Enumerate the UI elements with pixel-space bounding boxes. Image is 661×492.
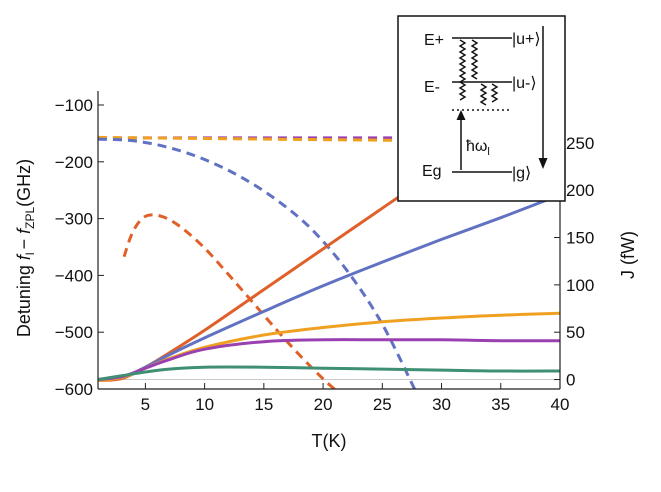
solid-power-curve-7 xyxy=(98,338,560,381)
level-eg-label: Eg xyxy=(422,163,442,180)
wavy-decay-arrow-2 xyxy=(470,39,479,80)
x-tick-label: 40 xyxy=(551,395,570,414)
inset-frame xyxy=(397,15,566,202)
x-tick-label: 25 xyxy=(373,395,392,414)
laser-arrow-head xyxy=(456,110,466,120)
wavy-decay-arrow-4 xyxy=(490,83,499,103)
level-e-plus-label: E+ xyxy=(424,32,444,49)
x-tick-label: 10 xyxy=(195,395,214,414)
left-y-axis-label: Detuning fl− fZPL(GHz) xyxy=(14,159,37,337)
level-e-minus-label: E- xyxy=(424,79,440,96)
wavy-decay-arrow-3 xyxy=(479,83,488,106)
right-y-tick-label: 100 xyxy=(566,276,594,295)
right-y-axis-label: J (fW) xyxy=(618,231,638,279)
ket-u-minus: |u-⟩ xyxy=(512,75,537,92)
right-y-tick-label: 200 xyxy=(566,181,594,200)
right-y-tick-label: 250 xyxy=(566,134,594,153)
left-y-tick-label: −500 xyxy=(55,323,93,342)
x-tick-label: 20 xyxy=(314,395,333,414)
x-tick-label: 30 xyxy=(432,395,451,414)
left-y-tick-label: −300 xyxy=(55,210,93,229)
right-y-tick-label: 50 xyxy=(566,323,585,342)
left-y-tick-label: −400 xyxy=(55,266,93,285)
x-tick-label: 15 xyxy=(254,395,273,414)
x-tick-label: 35 xyxy=(491,395,510,414)
energy-level-inset: E+ E- Eg |u+⟩ |u-⟩ |g⟩ ħωl xyxy=(397,15,566,202)
right-y-tick-label: 150 xyxy=(566,229,594,248)
photon-energy-label: ħωl xyxy=(466,138,490,158)
ket-g: |g⟩ xyxy=(512,165,531,182)
x-axis-label: T(K) xyxy=(312,431,347,451)
dashed-detuning-curve-1 xyxy=(98,135,560,144)
wavy-decay-arrow-1 xyxy=(458,39,467,101)
solid-power-curve-5 xyxy=(98,193,560,381)
solid-power-curve-8 xyxy=(98,365,560,381)
x-tick-label: 5 xyxy=(141,395,150,414)
right-y-tick-label: 0 xyxy=(566,371,575,390)
ket-u-plus: |u+⟩ xyxy=(512,31,541,48)
dashed-detuning-curve-2 xyxy=(98,137,417,389)
dashed-detuning-curve-3 xyxy=(122,213,337,389)
left-y-tick-label: −200 xyxy=(55,153,93,172)
series-layer xyxy=(98,105,560,389)
left-y-tick-label: −600 xyxy=(55,380,93,399)
ticks-layer: 5 10 15 20 25 30 35 40 −100 −200 −300 −400 −500 −600 0… xyxy=(55,96,595,414)
energy-scale-arrow-head xyxy=(538,158,548,169)
left-y-tick-label: −100 xyxy=(55,96,93,115)
